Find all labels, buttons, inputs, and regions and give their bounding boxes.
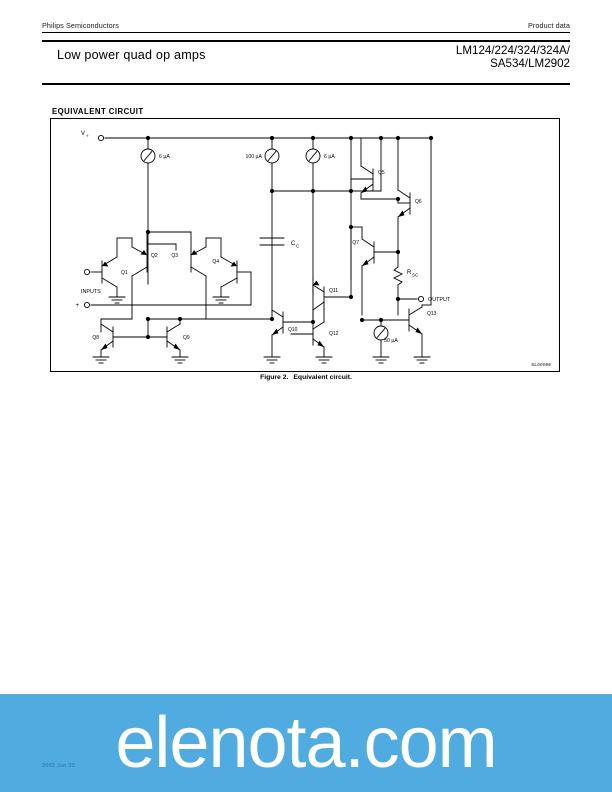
label-q5: Q5 <box>378 170 385 176</box>
equivalent-circuit-figure: V + 6 µA 100 µA 6 µA 50 µA C C R SC INPU… <box>50 118 560 372</box>
header-rule-top <box>42 40 570 43</box>
footer-date: 2002 Jun 03 <box>42 763 75 769</box>
figure-id: SL00066 <box>530 362 551 367</box>
label-current-source-2: 100 µA <box>245 154 262 160</box>
label-cc: C <box>291 241 296 247</box>
header-rule-bottom <box>42 83 570 86</box>
label-q12: Q12 <box>329 331 339 337</box>
header-doc-type: Product data <box>528 21 570 30</box>
schematic-diagram: V + 6 µA 100 µA 6 µA 50 µA C C R SC INPU… <box>75 131 451 364</box>
header-rule-thin <box>42 32 570 33</box>
label-current-source-1: 6 µA <box>159 154 170 160</box>
label-input-plus: + <box>75 303 79 309</box>
label-q13: Q13 <box>427 311 437 317</box>
label-q1: Q1 <box>121 270 128 276</box>
junction-dots <box>145 135 434 340</box>
label-output: OUTPUT <box>428 297 451 303</box>
label-q2: Q2 <box>151 253 158 259</box>
label-cc-sub: C <box>296 244 300 249</box>
section-heading: EQUIVALENT CIRCUIT <box>52 107 144 116</box>
part-numbers: LM124/224/324/324A/ SA534/LM2902 <box>456 44 570 70</box>
label-vplus-sub: + <box>86 134 89 139</box>
label-q11: Q11 <box>329 288 338 294</box>
label-q10: Q10 <box>288 327 298 333</box>
watermark-banner <box>0 694 612 792</box>
figure-caption-number: Figure 2. <box>260 374 289 381</box>
label-rsc: R <box>407 270 412 276</box>
part-numbers-line1: LM124/224/324/324A/ <box>455 44 570 57</box>
figure-caption-text: Equivalent circuit. <box>293 374 352 381</box>
part-numbers-line2: SA534/LM2902 <box>490 57 570 71</box>
label-q4: Q4 <box>212 259 219 265</box>
label-q8: Q8 <box>92 335 99 341</box>
label-q9: Q9 <box>183 335 190 341</box>
label-inputs: INPUTS <box>81 289 101 295</box>
label-current-source-3: 6 µA <box>324 154 335 160</box>
page-title: Low power quad op amps <box>57 48 206 62</box>
label-vplus: V <box>81 131 85 137</box>
label-rsc-sub: SC <box>412 273 419 278</box>
label-q6: Q6 <box>415 199 422 205</box>
figure-caption: Figure 2. Equivalent circuit. <box>0 374 612 381</box>
label-q7: Q7 <box>352 240 359 246</box>
label-q3: Q3 <box>171 253 178 259</box>
page-header: Philips Semiconductors Product data <box>42 21 570 30</box>
watermark-text: elenota.com <box>115 703 497 783</box>
label-current-source-4: 50 µA <box>384 338 398 344</box>
header-company: Philips Semiconductors <box>42 21 119 30</box>
schematic-labels: V + 6 µA 100 µA 6 µA 50 µA C C R SC INPU… <box>75 131 450 344</box>
